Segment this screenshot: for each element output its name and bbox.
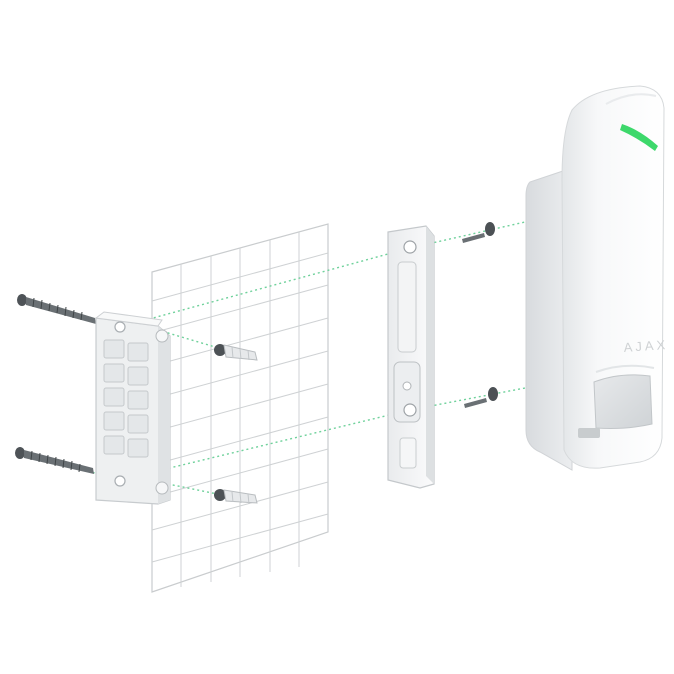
screw-top-right: [462, 222, 495, 243]
screw-top-left: [17, 294, 96, 324]
motion-detector: AJAX: [525, 85, 669, 471]
indicator-light: [620, 124, 658, 151]
screw-bottom-right: [464, 387, 498, 408]
angle-bracket: [94, 311, 171, 505]
detector-lens: [593, 374, 653, 429]
wall-plug-bottom: [214, 489, 258, 505]
brand-logo: AJAX: [623, 337, 668, 355]
screw-bottom-left: [15, 447, 94, 474]
wall-tiles: [151, 223, 329, 593]
mounting-panel: [387, 225, 435, 489]
wall-plug-top: [214, 344, 258, 361]
tamper-slot: [578, 428, 600, 438]
